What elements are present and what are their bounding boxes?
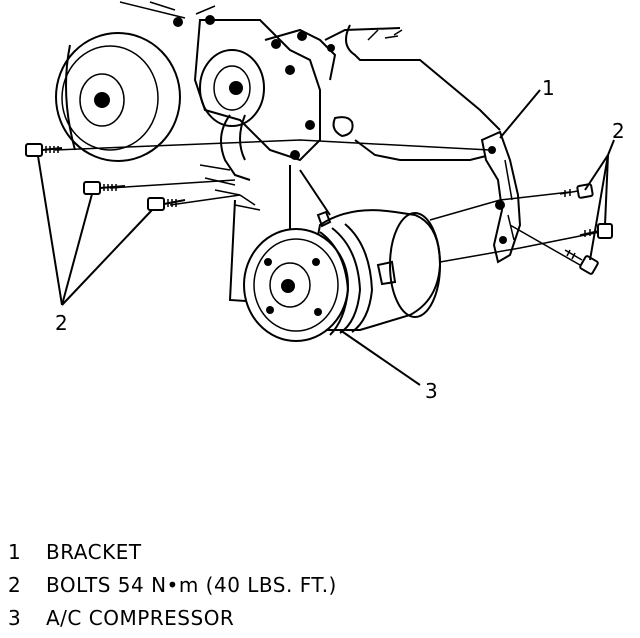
crankshaft-pulley bbox=[55, 32, 181, 162]
callout-bolts-left: 2 bbox=[55, 311, 68, 335]
leader-lines bbox=[37, 89, 615, 386]
engine-block-outline bbox=[228, 24, 501, 303]
bolt-axes bbox=[54, 139, 601, 266]
ac-compressor-mounting-diagram: 1 2 2 3 bbox=[25, 1, 625, 403]
ac-compressor bbox=[243, 209, 442, 342]
callout-compressor: 3 bbox=[425, 379, 438, 403]
legend-item: 3 A/C COMPRESSOR bbox=[8, 601, 628, 634]
legend-item: 1 BRACKET bbox=[8, 535, 628, 568]
callout-bolts-right: 2 bbox=[612, 119, 625, 143]
bracket bbox=[480, 130, 522, 264]
engine-top-edge bbox=[119, 1, 216, 27]
callout-bracket: 1 bbox=[542, 76, 555, 100]
legend-number: 3 bbox=[8, 605, 22, 630]
legend-text: BRACKET bbox=[46, 539, 142, 564]
bolt-right-top bbox=[559, 183, 594, 199]
legend-number: 2 bbox=[8, 572, 22, 597]
engine-bracket-assembly bbox=[193, 15, 337, 211]
legend-item: 2 BOLTS 54 N•m (40 LBS. FT.) bbox=[8, 568, 628, 601]
bolt-right-bottom bbox=[564, 249, 599, 275]
legend-text: A/C COMPRESSOR bbox=[46, 605, 235, 630]
bolt-left-top bbox=[25, 143, 63, 157]
legend-number: 1 bbox=[8, 539, 22, 564]
legend-text: BOLTS 54 N•m (40 LBS. FT.) bbox=[46, 572, 337, 597]
legend: 1 BRACKET 2 BOLTS 54 N•m (40 LBS. FT.) 3… bbox=[8, 535, 628, 634]
bolt-left-bottom bbox=[147, 197, 186, 211]
